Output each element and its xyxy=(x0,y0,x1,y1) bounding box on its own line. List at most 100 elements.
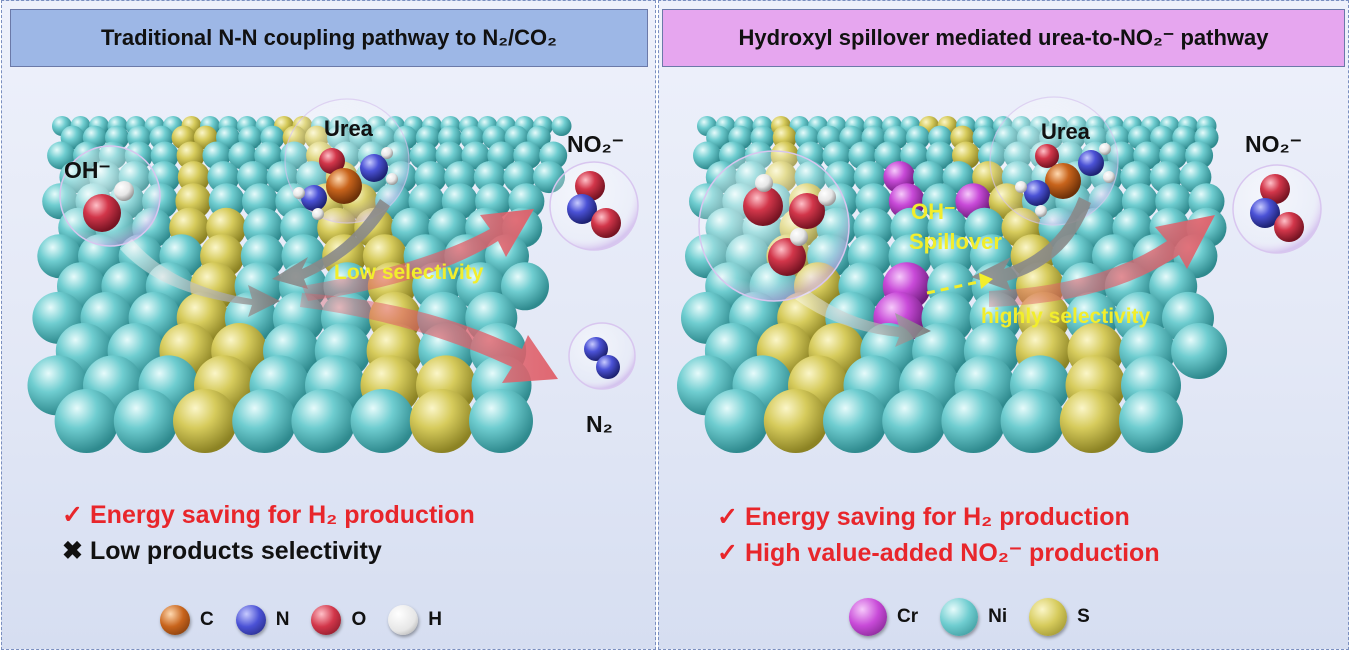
nickel-atom xyxy=(823,389,887,453)
nickel-atom xyxy=(254,141,283,170)
right-catalyst-scene xyxy=(677,96,1322,453)
check-icon: ✓ xyxy=(717,503,738,531)
legend-label: H xyxy=(428,609,442,630)
legend-item-h: H xyxy=(388,605,442,635)
nickel-atom xyxy=(469,389,533,453)
nitrogen-ball-icon xyxy=(235,605,266,635)
nickel-atom xyxy=(693,141,721,170)
urea-nitrogen-atom xyxy=(360,154,388,182)
urea-nitrogen-atom xyxy=(1024,180,1050,206)
legend-item-n: N xyxy=(235,605,290,635)
right-bullet-1-text: Energy saving for H₂ production xyxy=(745,503,1130,531)
no2-nitrogen-atom xyxy=(1250,198,1280,228)
cross-icon: ✖ xyxy=(62,537,83,565)
oh-oxygen-atom xyxy=(789,193,825,229)
nickel-ball-icon xyxy=(940,598,979,636)
urea-hydrogen-atom xyxy=(386,173,398,185)
legend-label: N xyxy=(275,609,290,630)
sulfur-atom xyxy=(409,389,474,453)
urea-hydrogen-atom xyxy=(312,208,324,220)
nickel-atom xyxy=(350,389,415,453)
highly-selectivity-label: highly selectivity xyxy=(981,305,1151,328)
nickel-atom xyxy=(113,389,178,453)
right-panel-title: Hydroxyl spillover mediated urea-to-NO₂⁻… xyxy=(738,25,1269,50)
to-n2-arrow xyxy=(300,293,558,383)
oh-to-cr-arrow xyxy=(795,291,931,347)
legend-item-ni: Ni xyxy=(940,598,1007,636)
left-bullet-1: ✓ Energy saving for H₂ production xyxy=(62,497,475,533)
nickel-atom xyxy=(882,389,947,453)
urea-hydrogen-atom xyxy=(1015,181,1027,193)
oh-hydrogen-atom xyxy=(818,188,836,206)
nickel-atom xyxy=(232,389,297,453)
legend-item-o: O xyxy=(311,605,366,635)
left-bullet-2: ✖ Low products selectivity xyxy=(62,533,475,569)
nickel-atom xyxy=(291,389,356,453)
oh-hydrogen-atom xyxy=(790,228,808,246)
oh-hydrogen-atom xyxy=(755,174,773,192)
nickel-atom xyxy=(704,389,769,453)
legend-label: C xyxy=(200,609,214,630)
spillover-dashed-arrow xyxy=(926,279,984,295)
nickel-atom xyxy=(54,389,119,453)
sulfur-ball-icon xyxy=(1029,598,1068,636)
oh-hydrogen-atom xyxy=(114,181,134,201)
oh-oxygen-atom xyxy=(83,194,121,232)
right-legend: Cr Ni S xyxy=(849,598,1112,636)
carbon-ball-icon xyxy=(160,605,190,635)
right-panel: Hydroxyl spillover mediated urea-to-NO₂⁻… xyxy=(658,0,1349,650)
no2-oxygen-atom xyxy=(591,208,621,238)
left-legend: C N O H xyxy=(160,605,464,635)
legend-label: Ni xyxy=(988,606,1008,627)
legend-item-cr: Cr xyxy=(849,598,918,636)
right-bullet-2-text: High value-added NO₂⁻ production xyxy=(745,539,1160,567)
nickel-atom xyxy=(47,141,76,170)
to-no2-arrow xyxy=(302,209,534,301)
n2-nitrogen-atom xyxy=(584,337,608,361)
no2-oxygen-atom xyxy=(575,171,605,201)
hydrogen-ball-icon xyxy=(388,605,419,635)
oh-oxygen-atom xyxy=(768,238,806,276)
nickel-atom xyxy=(551,116,572,136)
oxygen-ball-icon xyxy=(311,605,342,635)
left-panel-title: Traditional N-N coupling pathway to N₂/C… xyxy=(101,25,557,50)
right-no2-label: NO₂⁻ xyxy=(1245,131,1302,157)
nickel-atom xyxy=(1119,389,1183,453)
urea-oxygen-atom xyxy=(319,148,345,174)
n2-nitrogen-atom xyxy=(596,355,620,379)
left-bullet-1-text: Energy saving for H₂ production xyxy=(90,501,475,529)
nickel-atom xyxy=(1171,323,1228,379)
left-bullet-list: ✓ Energy saving for H₂ production ✖ Low … xyxy=(62,497,475,569)
right-panel-title-box: Hydroxyl spillover mediated urea-to-NO₂⁻… xyxy=(662,9,1345,67)
right-oh-label: OH⁻ xyxy=(911,199,956,224)
right-bullet-list: ✓ Energy saving for H₂ production ✓ High… xyxy=(717,499,1160,571)
sulfur-atom xyxy=(173,389,237,453)
urea-to-surface-arrow xyxy=(971,197,1091,291)
no2-oxygen-atom xyxy=(1274,212,1304,242)
urea-carbon-atom xyxy=(326,168,362,204)
nickel-atom xyxy=(1000,389,1065,453)
urea-nitrogen-atom xyxy=(301,185,327,211)
check-icon: ✓ xyxy=(62,501,83,529)
nickel-atom xyxy=(941,389,1006,453)
urea-to-surface-arrow xyxy=(272,199,390,289)
left-catalyst-scene xyxy=(27,98,639,453)
left-oh-label: OH⁻ xyxy=(64,157,111,183)
low-selectivity-label: Low selectivity xyxy=(334,261,484,284)
left-no2-label: NO₂⁻ xyxy=(567,131,624,157)
nickel-atom xyxy=(461,141,490,170)
legend-label: Cr xyxy=(897,606,919,627)
urea-nitrogen-atom xyxy=(1078,150,1104,176)
check-icon: ✓ xyxy=(717,539,738,567)
urea-oxygen-atom xyxy=(1035,144,1059,168)
oh-to-surface-arrow xyxy=(120,239,280,317)
urea-hydrogen-atom xyxy=(1103,171,1115,183)
right-bullet-2: ✓ High value-added NO₂⁻ production xyxy=(717,535,1160,571)
oh-oxygen-atom xyxy=(743,186,783,226)
right-bullet-1: ✓ Energy saving for H₂ production xyxy=(717,499,1160,535)
sulfur-atom xyxy=(1059,389,1124,453)
oh-cluster-bubble xyxy=(698,150,850,302)
urea-hydrogen-atom xyxy=(1035,205,1047,217)
left-panel: Traditional N-N coupling pathway to N₂/C… xyxy=(1,0,656,650)
